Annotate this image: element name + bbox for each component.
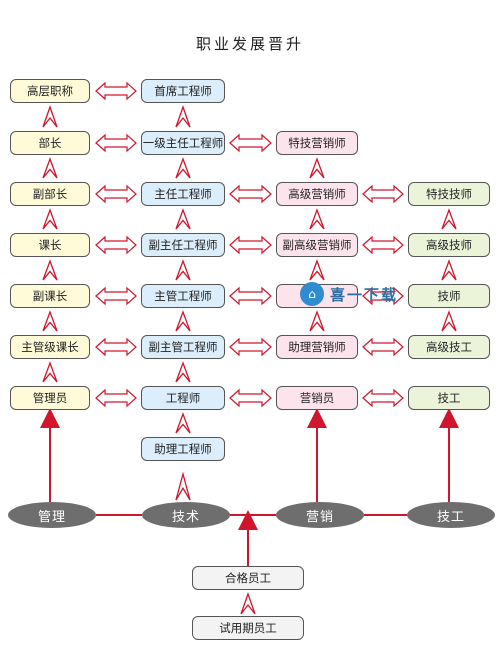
track-node-management: 管理 — [8, 502, 96, 528]
watermark: ⌂ 喜一下载 — [300, 278, 420, 310]
up-chevron-icon-4 — [42, 310, 58, 332]
double-arrow-icon-25 — [95, 337, 137, 357]
watermark-text: 喜一下载 — [330, 285, 399, 304]
up-chevron-icon-18 — [441, 259, 457, 281]
up-chevron-icon-10 — [175, 310, 191, 332]
box-management-4: 副课长 — [10, 284, 90, 308]
double-arrow-icon-31 — [229, 337, 272, 357]
up-chevron-icon-19 — [441, 310, 457, 332]
box-technical-0: 首席工程师 — [141, 79, 225, 103]
up-chevron-icon-17 — [441, 208, 457, 230]
double-arrow-icon-37 — [362, 388, 404, 408]
box-technical-3: 副主任工程师 — [141, 233, 225, 257]
double-arrow-icon-36 — [362, 337, 404, 357]
box-technician-3: 高级技工 — [408, 335, 490, 359]
up-chevron-icon-15 — [309, 259, 325, 281]
box-technician-2: 技师 — [408, 284, 490, 308]
box-management-5: 主管级课长 — [10, 335, 90, 359]
up-chevron-icon-38 — [175, 471, 191, 501]
box-sales-1: 高级营销师 — [276, 182, 358, 206]
double-arrow-icon-35 — [362, 286, 404, 306]
box-management-2: 副部长 — [10, 182, 90, 206]
track-node-sales: 营销 — [276, 502, 364, 528]
up-chevron-icon-7 — [175, 157, 191, 179]
box-management-3: 课长 — [10, 233, 90, 257]
double-arrow-icon-34 — [362, 235, 404, 255]
box-technician-0: 特技技师 — [408, 182, 490, 206]
double-arrow-icon-33 — [362, 184, 404, 204]
box-sales-2: 副高级营销师 — [276, 233, 358, 257]
up-chevron-icon-16 — [309, 310, 325, 332]
box-qualified-employee: 合格员工 — [192, 566, 304, 590]
box-technician-4: 技工 — [408, 386, 490, 410]
box-sales-5: 营销员 — [276, 386, 358, 410]
up-chevron-icon-1 — [42, 157, 58, 179]
up-chevron-icon-0 — [42, 105, 58, 128]
box-technical-4: 主管工程师 — [141, 284, 225, 308]
double-arrow-icon-30 — [229, 286, 272, 306]
up-chevron-icon-39 — [240, 592, 256, 615]
box-technician-1: 高级技师 — [408, 233, 490, 257]
track-node-technician: 技工 — [407, 502, 495, 528]
up-chevron-icon-11 — [175, 361, 191, 383]
up-chevron-icon-9 — [175, 259, 191, 281]
box-technical-6: 工程师 — [141, 386, 225, 410]
up-chevron-icon-14 — [309, 208, 325, 230]
up-chevron-icon-2 — [42, 208, 58, 230]
box-management-6: 管理员 — [10, 386, 90, 410]
box-technical-2: 主任工程师 — [141, 182, 225, 206]
box-management-0: 高层职称 — [10, 79, 90, 103]
watermark-logo-icon: ⌂ — [300, 282, 324, 306]
double-arrow-icon-24 — [95, 286, 137, 306]
box-sales-4: 助理营销师 — [276, 335, 358, 359]
up-chevron-icon-5 — [42, 361, 58, 383]
box-probation-employee: 试用期员工 — [192, 616, 304, 640]
box-management-1: 部长 — [10, 131, 90, 155]
double-arrow-icon-22 — [95, 184, 137, 204]
double-arrow-icon-28 — [229, 184, 272, 204]
up-chevron-icon-12 — [175, 412, 191, 434]
page-title: 职业发展晋升 — [195, 35, 304, 53]
double-arrow-icon-21 — [95, 133, 137, 153]
double-arrow-icon-29 — [229, 235, 272, 255]
double-arrow-icon-32 — [229, 388, 272, 408]
track-node-technical: 技术 — [142, 502, 230, 528]
box-technical-1: 一级主任工程师 — [141, 131, 225, 155]
double-arrow-icon-20 — [95, 81, 137, 101]
up-chevron-icon-6 — [175, 105, 191, 128]
double-arrow-icon-27 — [229, 133, 272, 153]
up-chevron-icon-8 — [175, 208, 191, 230]
box-technical-5: 副主管工程师 — [141, 335, 225, 359]
up-chevron-icon-13 — [309, 157, 325, 179]
box-technical-7: 助理工程师 — [141, 437, 225, 461]
up-chevron-icon-3 — [42, 259, 58, 281]
double-arrow-icon-23 — [95, 235, 137, 255]
box-sales-0: 特技营销师 — [276, 131, 358, 155]
double-arrow-icon-26 — [95, 388, 137, 408]
